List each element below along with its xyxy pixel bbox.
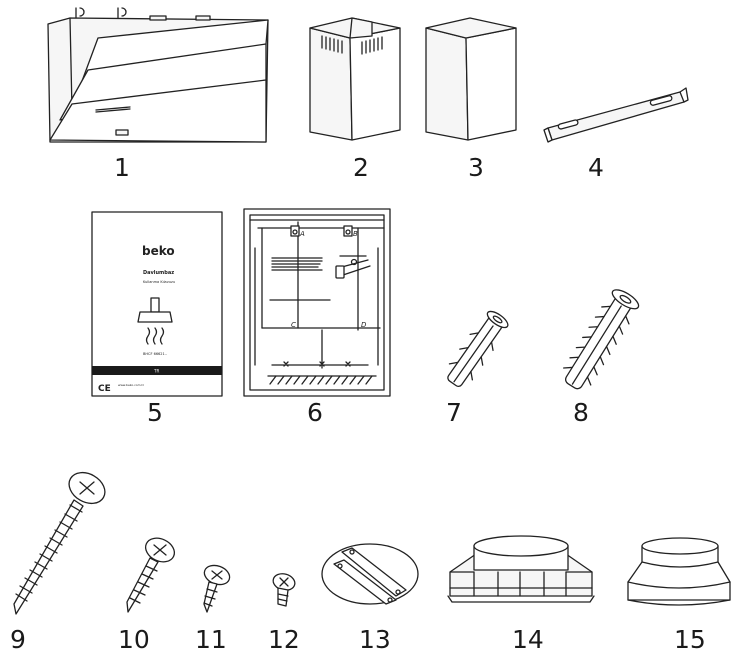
user-manual-drawing: beko Davlumbaz Kullanma Kılavuzu BHCF 66… <box>91 211 223 397</box>
duct-flange-drawing <box>447 535 595 603</box>
manual-band-text: TR <box>153 369 159 374</box>
template-plug-sketch <box>335 258 371 279</box>
part-number-7: 7 <box>446 398 462 427</box>
template-screw-marks <box>271 361 369 367</box>
chimney-upper-drawing <box>309 17 401 141</box>
part-number-2: 2 <box>353 153 369 182</box>
hood-drawing <box>47 7 269 143</box>
part-number-6: 6 <box>307 398 323 427</box>
template-mark-c: C <box>291 321 296 329</box>
screw-short-drawing <box>203 564 231 613</box>
part-number-1: 1 <box>114 153 130 182</box>
screw-long-drawing <box>13 471 106 615</box>
part-number-5: 5 <box>147 398 163 427</box>
template-fine-print <box>271 255 367 271</box>
adapter-plate-drawing <box>321 543 419 605</box>
template-mark-b: B <box>353 230 358 238</box>
part-number-8: 8 <box>573 398 589 427</box>
part-number-12: 12 <box>268 625 300 654</box>
screw-medium-drawing <box>126 537 176 613</box>
manual-title: Davlumbaz <box>143 270 174 276</box>
template-mark-d: D <box>361 321 367 329</box>
part-number-3: 3 <box>468 153 484 182</box>
part-number-9: 9 <box>10 625 26 654</box>
cooker-hood-icon <box>137 297 173 345</box>
part-number-15: 15 <box>674 625 706 654</box>
template-hatch <box>267 375 377 385</box>
manual-band <box>92 366 222 375</box>
wall-plug-large-drawing <box>562 289 640 390</box>
mounting-bracket-drawing <box>543 87 689 143</box>
manual-brand: beko <box>142 244 175 258</box>
manual-subtitle: Kullanma Kılavuzu <box>143 280 175 284</box>
screw-tiny-drawing <box>272 573 296 607</box>
manual-footer: www.beko.com.tr <box>118 383 145 387</box>
reducer-ring-drawing <box>627 537 731 606</box>
manual-ce-mark: CE <box>98 384 111 394</box>
vent-slots <box>321 35 383 55</box>
chimney-lower-drawing <box>425 17 517 141</box>
template-mark-a: A <box>299 230 305 238</box>
part-number-10: 10 <box>118 625 150 654</box>
installation-template-drawing: A B C D <box>243 208 391 397</box>
wall-plug-small-drawing <box>447 310 509 388</box>
part-number-14: 14 <box>512 625 544 654</box>
part-number-13: 13 <box>359 625 391 654</box>
part-number-4: 4 <box>588 153 604 182</box>
part-number-11: 11 <box>195 625 227 654</box>
manual-model: BHCF 66621.. <box>143 352 167 356</box>
